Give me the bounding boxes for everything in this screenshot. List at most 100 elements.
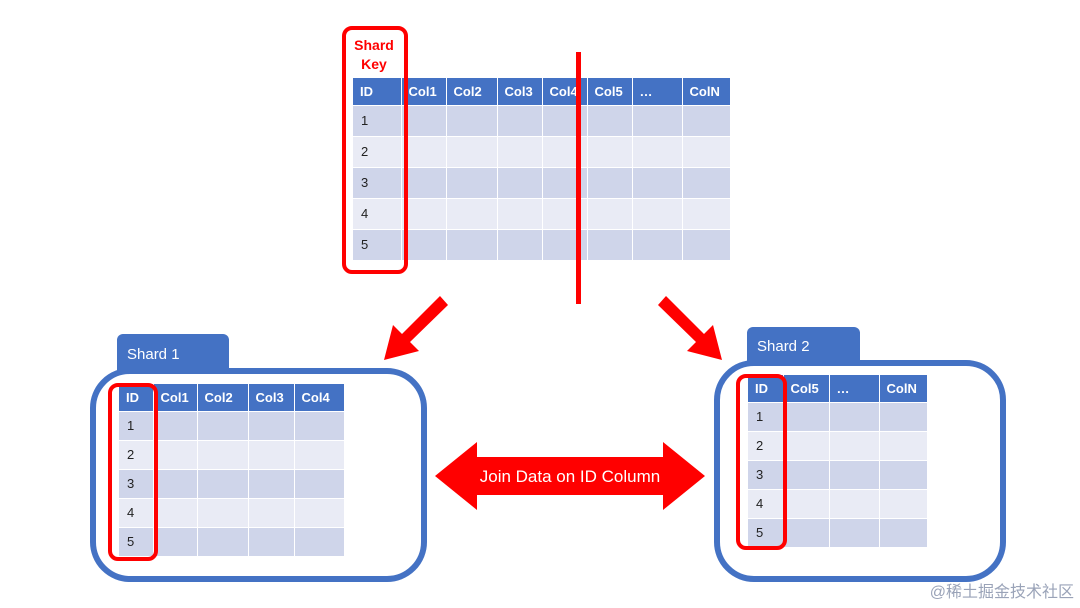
data-cell [153, 526, 198, 556]
id-cell: 4 [119, 497, 154, 527]
column-header: … [829, 375, 880, 402]
data-cell [248, 526, 295, 556]
table-row: 1 [353, 104, 731, 136]
shard1-container [90, 368, 427, 582]
id-cell: 3 [748, 459, 784, 489]
data-cell [497, 104, 543, 136]
table-row: 2 [353, 135, 731, 167]
column-header: Col3 [248, 384, 295, 411]
id-cell: 4 [353, 197, 402, 229]
data-cell [294, 526, 345, 556]
id-cell: 2 [748, 430, 784, 460]
data-cell [632, 228, 683, 260]
join-double-arrow[interactable] [435, 440, 705, 512]
data-cell [783, 401, 830, 431]
data-cell [446, 104, 498, 136]
data-cell [829, 488, 880, 518]
shard2-tab: Shard 2 [747, 327, 860, 365]
shard-key-highlight [342, 26, 408, 274]
data-cell [632, 166, 683, 198]
data-cell [587, 166, 633, 198]
data-cell [682, 197, 731, 229]
data-cell [879, 488, 928, 518]
column-header: Col3 [497, 78, 543, 105]
table-row: 4 [748, 488, 928, 518]
data-cell [497, 228, 543, 260]
data-cell [446, 135, 498, 167]
table-row: 5 [353, 228, 731, 260]
data-cell [682, 228, 731, 260]
column-header: ColN [682, 78, 731, 105]
data-cell [829, 401, 880, 431]
data-cell [879, 401, 928, 431]
data-cell [294, 497, 345, 527]
column-header: Col1 [401, 78, 447, 105]
data-cell [197, 439, 249, 469]
data-cell [632, 135, 683, 167]
column-header: ID [119, 384, 154, 411]
column-header: … [632, 78, 683, 105]
id-cell: 5 [748, 517, 784, 547]
column-header: Col1 [153, 384, 198, 411]
data-cell [829, 517, 880, 547]
column-header: Col2 [197, 384, 249, 411]
table-row: 3 [353, 166, 731, 198]
data-cell [497, 135, 543, 167]
data-cell [879, 517, 928, 547]
data-cell [587, 197, 633, 229]
column-header: Col4 [294, 384, 345, 411]
table-row: 3 [748, 459, 928, 489]
column-header: Col5 [783, 375, 830, 402]
data-cell [294, 410, 345, 440]
data-cell [401, 104, 447, 136]
data-cell [587, 104, 633, 136]
data-cell [401, 197, 447, 229]
shard2-container [714, 360, 1006, 582]
data-cell [197, 526, 249, 556]
data-cell [294, 439, 345, 469]
data-cell [446, 197, 498, 229]
data-cell [497, 166, 543, 198]
data-cell [248, 497, 295, 527]
id-cell: 2 [353, 135, 402, 167]
data-cell [783, 517, 830, 547]
id-cell: 1 [119, 410, 154, 440]
data-cell [632, 197, 683, 229]
data-cell [197, 468, 249, 498]
data-cell [401, 135, 447, 167]
data-cell [829, 459, 880, 489]
arrow-to-shard1 [384, 296, 448, 360]
data-cell [682, 166, 731, 198]
data-cell [401, 228, 447, 260]
watermark: @稀土掘金技术社区 [929, 584, 1074, 601]
id-cell: 4 [748, 488, 784, 518]
data-cell [153, 439, 198, 469]
table-row: 3 [119, 468, 345, 498]
table-row: 1 [119, 410, 345, 440]
table-row: 5 [119, 526, 345, 556]
data-cell [783, 459, 830, 489]
id-cell: 2 [119, 439, 154, 469]
data-cell [401, 166, 447, 198]
id-cell: 1 [353, 104, 402, 136]
id-cell: 5 [353, 228, 402, 260]
data-cell [248, 439, 295, 469]
join-label: Join Data on ID Column [479, 467, 661, 486]
data-cell [248, 468, 295, 498]
column-header: ColN [879, 375, 928, 402]
id-cell: 3 [353, 166, 402, 198]
data-cell [682, 135, 731, 167]
table-row: 2 [748, 430, 928, 460]
column-header: Col5 [587, 78, 633, 105]
id-cell: 1 [748, 401, 784, 431]
table-row: 4 [119, 497, 345, 527]
data-cell [879, 459, 928, 489]
table-row: 5 [748, 517, 928, 547]
data-cell [153, 468, 198, 498]
data-cell [587, 135, 633, 167]
data-cell [153, 410, 198, 440]
shard1-id-highlight [108, 383, 158, 561]
data-cell [197, 497, 249, 527]
